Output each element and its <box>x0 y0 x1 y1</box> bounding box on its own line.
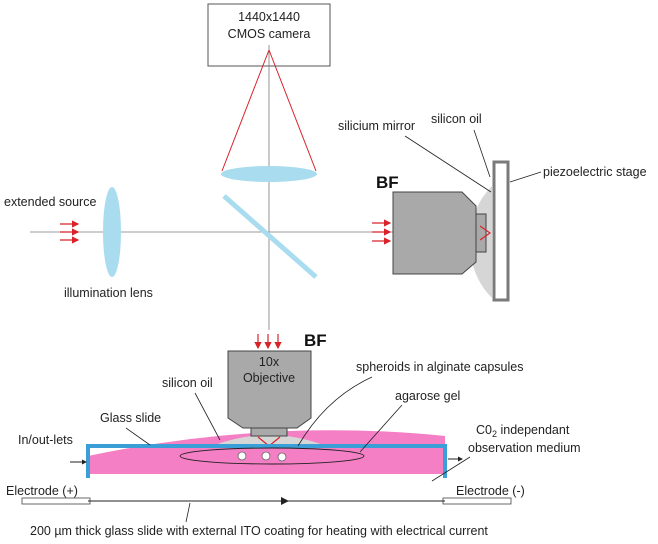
camera-ray-left <box>221 49 270 172</box>
camera-resolution-label: 1440x1440 <box>238 10 300 24</box>
silicium-mirror-label: silicium mirror <box>338 119 415 133</box>
spheroid-1 <box>237 451 247 461</box>
ito-current-arrow <box>281 497 289 505</box>
bf-top-label: BF <box>376 173 399 192</box>
extended-source-label: extended source <box>4 195 96 209</box>
illumination-lens-label: illumination lens <box>64 286 153 300</box>
spheroids-leader <box>297 376 373 447</box>
silicon-oil-top-leader <box>473 129 491 178</box>
glass-slide-frame <box>86 444 447 478</box>
agarose-gel-label: agarose gel <box>395 389 460 403</box>
co2-medium-label-line2: observation medium <box>468 441 581 455</box>
piezo-stage-leader <box>509 171 542 183</box>
spheroid-2 <box>261 451 271 461</box>
camera-ray-right <box>268 49 317 172</box>
inoutlets-label: In/out-lets <box>18 433 73 447</box>
ito-caption-leader <box>185 502 191 523</box>
bottom-objective <box>227 350 312 429</box>
co2-medium-leader <box>431 456 471 482</box>
side-objective <box>392 191 477 275</box>
silicium-mirror-leader <box>404 135 492 193</box>
objective-magnification-label: 10x <box>259 355 280 369</box>
piezo-stage-label: piezoelectric stage <box>543 165 647 179</box>
side-focus-cone <box>479 225 492 241</box>
spheroid-3 <box>277 452 287 462</box>
agarose-gel-leader <box>359 404 403 453</box>
bottom-objective-tip <box>250 427 288 437</box>
side-objective-tip <box>475 213 487 253</box>
illumination-lens <box>103 187 121 277</box>
silicon-oil-bottom <box>212 435 326 446</box>
tube-lens <box>221 166 317 182</box>
glass-slide-leader <box>125 427 151 446</box>
electrode-minus <box>442 497 512 505</box>
silicon-oil-bottom-label: silicon oil <box>162 376 213 390</box>
ito-caption: 200 µm thick glass slide with external I… <box>30 524 488 538</box>
piezoelectric-stage <box>492 160 510 302</box>
camera-type-label: CMOS camera <box>228 27 311 41</box>
co2-medium-label-line1: C02 independant <box>476 423 570 439</box>
electrode-minus-label: Electrode (-) <box>456 484 525 498</box>
bf-bottom-label: BF <box>304 331 327 350</box>
agarose-gel <box>179 447 365 465</box>
objective-name-label: Objective <box>243 371 295 385</box>
silicon-oil-top-label: silicon oil <box>431 112 482 126</box>
glass-slide-label: Glass slide <box>100 411 161 425</box>
silicon-oil-bottom-leader <box>194 392 221 441</box>
spheroids-label: spheroids in alginate capsules <box>356 360 523 374</box>
electrode-plus <box>21 497 91 505</box>
beam-splitter <box>222 194 318 279</box>
electrode-plus-label: Electrode (+) <box>6 484 78 498</box>
